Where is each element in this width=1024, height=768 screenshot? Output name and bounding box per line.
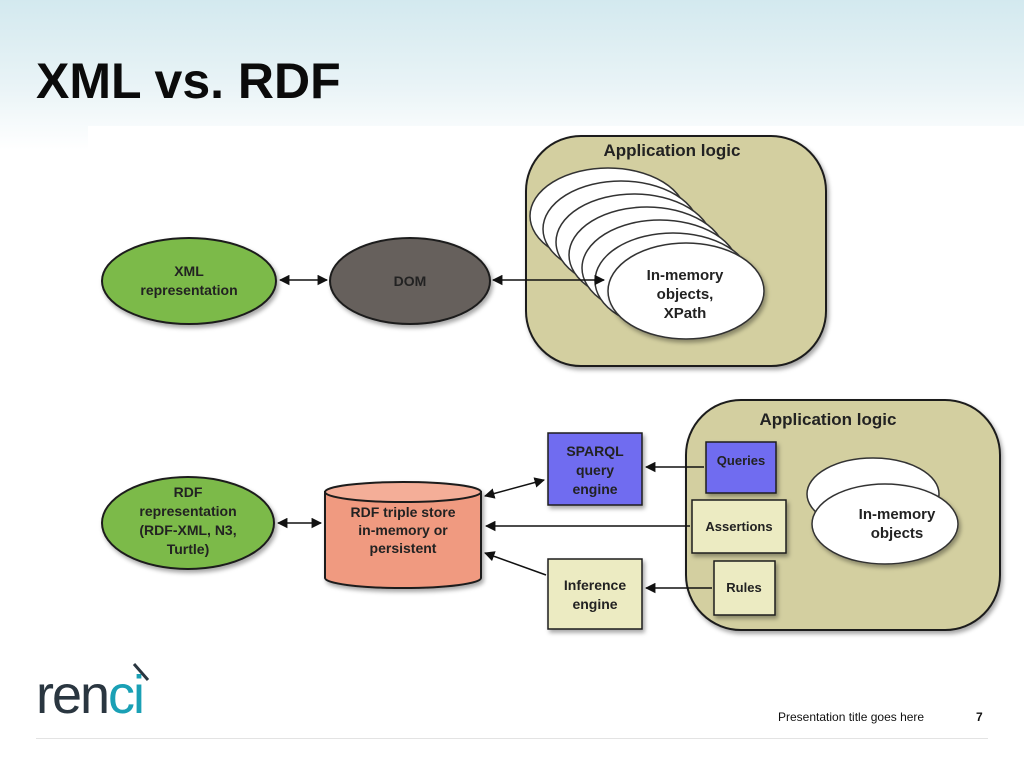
memory-objects-label-top-line2: objects, bbox=[657, 286, 714, 303]
slide-title: XML vs. RDF bbox=[36, 53, 341, 109]
arrow-inference-store bbox=[484, 551, 547, 576]
memory-objects-label-bottom-line1: In-memory bbox=[859, 506, 936, 523]
renci-logo: renci bbox=[36, 662, 162, 724]
sparql-label-line1: SPARQL bbox=[566, 443, 624, 459]
assertions-label: Assertions bbox=[705, 519, 772, 534]
rdf-node-label-line1: RDF bbox=[174, 484, 203, 500]
rdf-representation-node bbox=[101, 476, 275, 570]
xml-representation-node bbox=[101, 237, 277, 325]
triple-store-label-line1: RDF triple store bbox=[350, 504, 455, 520]
sparql-query-engine-box bbox=[547, 432, 643, 506]
page-number: 7 bbox=[976, 710, 983, 724]
footer-divider bbox=[36, 738, 988, 739]
diagram-area: Application logic In-memory objects, XPa… bbox=[88, 126, 1024, 646]
rules-box bbox=[713, 560, 776, 616]
slide-header-band bbox=[0, 0, 1024, 150]
logo-accent-mark bbox=[132, 663, 150, 681]
queries-label: Queries bbox=[717, 453, 765, 468]
dom-node bbox=[329, 237, 491, 325]
inference-label-line1: Inference bbox=[564, 577, 626, 593]
inference-label-line2: engine bbox=[572, 596, 617, 612]
memory-objects-label-bottom-line2: objects bbox=[871, 525, 924, 542]
memory-object-bottom-front bbox=[811, 483, 959, 565]
footer-presentation-title: Presentation title goes here bbox=[778, 710, 925, 724]
rdf-node-label-line2: representation bbox=[139, 503, 236, 519]
sparql-label-line2: query bbox=[576, 462, 614, 478]
diagram-svg: Application logic In-memory objects, XPa… bbox=[101, 135, 1001, 631]
rdf-node-label-line4: Turtle) bbox=[167, 541, 210, 557]
arrow-store-sparql bbox=[483, 477, 546, 499]
rdf-triple-store-cylinder bbox=[324, 481, 482, 589]
app-logic-title-top: Application logic bbox=[604, 141, 741, 160]
app-logic-title-bottom: Application logic bbox=[760, 410, 897, 429]
xml-node-label-line2: representation bbox=[140, 282, 237, 298]
xml-node-label-line1: XML bbox=[174, 263, 204, 279]
triple-store-label-line3: persistent bbox=[370, 540, 437, 556]
sparql-label-line3: engine bbox=[572, 481, 617, 497]
inference-engine-box bbox=[547, 558, 643, 630]
queries-box bbox=[705, 441, 777, 494]
rdf-node-label-line3: (RDF-XML, N3, bbox=[139, 522, 236, 538]
assertions-box bbox=[691, 499, 787, 554]
logo-wordmark: renci bbox=[36, 665, 145, 725]
memory-objects-label-top-line1: In-memory bbox=[647, 267, 724, 284]
memory-objects-label-top-line3: XPath bbox=[664, 305, 707, 322]
triple-store-label-line2: in-memory or bbox=[358, 522, 448, 538]
rules-label: Rules bbox=[726, 580, 761, 595]
dom-node-label: DOM bbox=[394, 273, 427, 289]
